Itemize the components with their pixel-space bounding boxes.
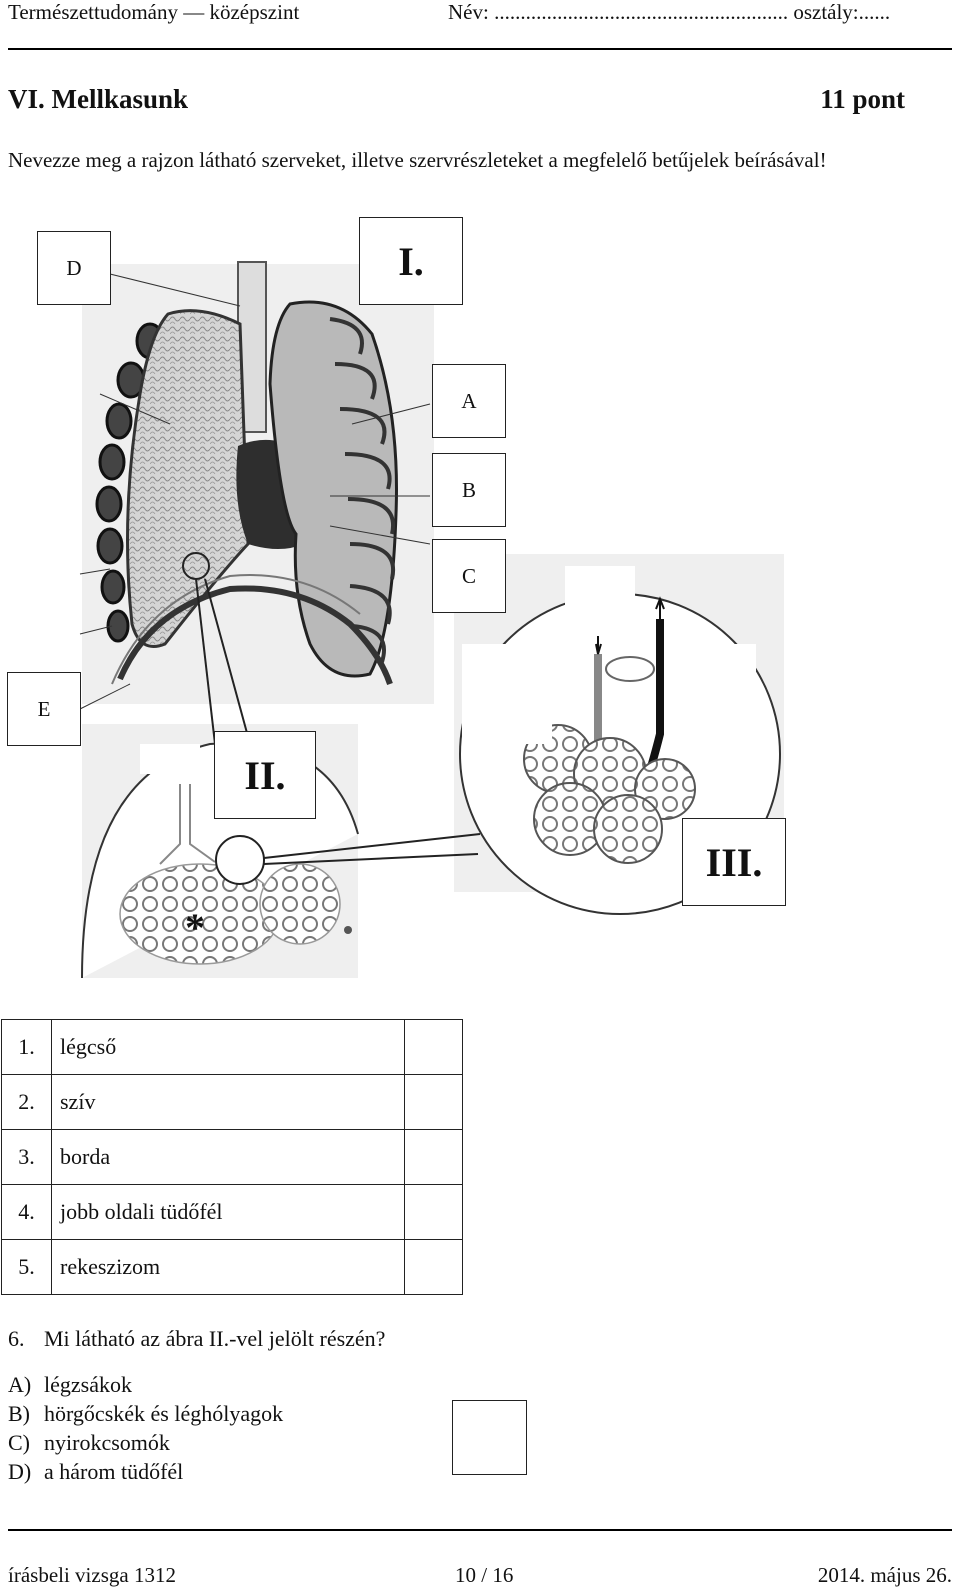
label-box-C: C — [432, 539, 506, 613]
item-number: 2. — [2, 1075, 52, 1130]
label-box-D: D — [37, 231, 111, 305]
items-table: 1. légcső 2. szív 3. borda 4. jobb oldal… — [1, 1019, 463, 1295]
item-text: borda — [52, 1130, 405, 1185]
option-text: hörgőcskék és léghólyagok — [44, 1401, 283, 1426]
footer-date: 2014. május 26. — [818, 1563, 952, 1588]
question-text: Mi látható az ábra II.-vel jelölt részén… — [44, 1326, 385, 1351]
option-key: C) — [8, 1428, 44, 1457]
table-row: 2. szív — [2, 1075, 463, 1130]
page-header: Természettudomány — középszint Név: ....… — [8, 0, 952, 26]
item-text: szív — [52, 1075, 405, 1130]
option-key: A) — [8, 1370, 44, 1399]
option-key: B) — [8, 1399, 44, 1428]
item-text: légcső — [52, 1020, 405, 1075]
option-C: C)nyirokcsomók — [8, 1428, 283, 1457]
item-number: 4. — [2, 1185, 52, 1240]
item-number: 3. — [2, 1130, 52, 1185]
item-text: rekeszizom — [52, 1240, 405, 1295]
section-title: VI. Mellkasunk — [8, 84, 188, 115]
table-row: 5. rekeszizom — [2, 1240, 463, 1295]
header-name-class: Név: ...................................… — [448, 0, 890, 25]
header-rule — [8, 48, 952, 50]
label-box-A: A — [432, 364, 506, 438]
question-number: 6. — [8, 1326, 44, 1352]
label-box-E: E — [7, 672, 81, 746]
option-text: nyirokcsomók — [44, 1430, 170, 1455]
item-answer-cell[interactable] — [405, 1020, 463, 1075]
item-answer-cell[interactable] — [405, 1075, 463, 1130]
option-D: D)a három tüdőfél — [8, 1457, 283, 1486]
item-number: 1. — [2, 1020, 52, 1075]
item-number: 5. — [2, 1240, 52, 1295]
question-6: 6.Mi látható az ábra II.-vel jelölt rész… — [8, 1326, 385, 1352]
table-row: 4. jobb oldali tüdőfél — [2, 1185, 463, 1240]
chest-illustration — [0, 214, 800, 994]
footer-exam: írásbeli vizsga 1312 — [8, 1563, 176, 1588]
item-answer-cell[interactable] — [405, 1185, 463, 1240]
footer-rule — [8, 1529, 952, 1531]
question-answer-box[interactable] — [452, 1400, 527, 1475]
item-answer-cell[interactable] — [405, 1240, 463, 1295]
label-box-B: B — [432, 453, 506, 527]
option-text: a három tüdőfél — [44, 1459, 183, 1484]
chest-figure: D I. A B C E II. III. * — [0, 214, 800, 994]
option-key: D) — [8, 1457, 44, 1486]
footer-page-number: 10 / 16 — [455, 1563, 513, 1588]
asterisk-mark: * — [185, 904, 205, 951]
question-options: A)légzsákok B)hörgőcskék és léghólyagok … — [8, 1370, 283, 1486]
option-A: A)légzsákok — [8, 1370, 283, 1399]
zoom-II-circle — [216, 836, 264, 884]
section-instruction: Nevezze meg a rajzon látható szerveket, … — [8, 146, 908, 174]
table-row: 3. borda — [2, 1130, 463, 1185]
option-text: légzsákok — [44, 1372, 132, 1397]
option-B: B)hörgőcskék és léghólyagok — [8, 1399, 283, 1428]
header-subject: Természettudomány — középszint — [8, 0, 299, 25]
label-box-I: I. — [359, 217, 463, 305]
label-box-III: III. — [682, 818, 786, 906]
item-answer-cell[interactable] — [405, 1130, 463, 1185]
section-points: 11 pont — [820, 84, 905, 115]
table-row: 1. légcső — [2, 1020, 463, 1075]
item-text: jobb oldali tüdőfél — [52, 1185, 405, 1240]
label-box-II: II. — [214, 731, 316, 819]
